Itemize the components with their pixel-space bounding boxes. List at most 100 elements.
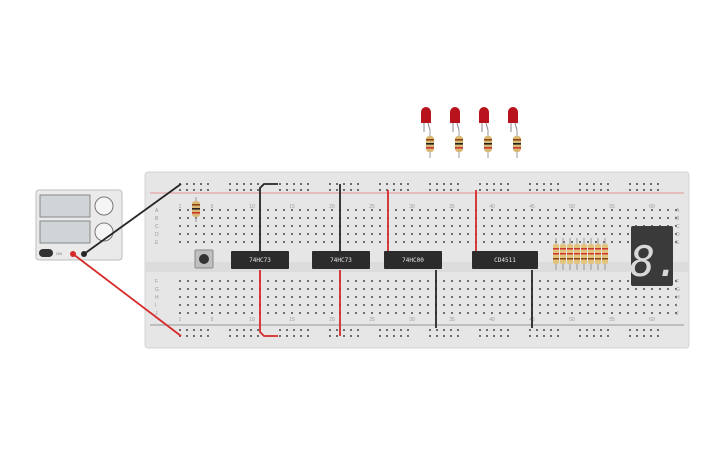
breadboard-hole[interactable] — [659, 217, 661, 219]
breadboard-hole[interactable] — [635, 209, 637, 211]
rail-hole[interactable] — [250, 335, 252, 337]
breadboard-hole[interactable] — [571, 225, 573, 227]
breadboard-hole[interactable] — [403, 296, 405, 298]
rail-hole[interactable] — [536, 189, 538, 191]
breadboard-hole[interactable] — [347, 209, 349, 211]
breadboard-hole[interactable] — [459, 296, 461, 298]
breadboard-hole[interactable] — [283, 312, 285, 314]
rail-hole[interactable] — [293, 329, 295, 331]
breadboard-hole[interactable] — [307, 217, 309, 219]
breadboard-hole[interactable] — [555, 217, 557, 219]
breadboard-hole[interactable] — [483, 217, 485, 219]
breadboard-hole[interactable] — [435, 241, 437, 243]
breadboard-hole[interactable] — [451, 241, 453, 243]
breadboard-hole[interactable] — [291, 225, 293, 227]
breadboard-hole[interactable] — [403, 312, 405, 314]
breadboard-hole[interactable] — [523, 280, 525, 282]
breadboard-hole[interactable] — [219, 209, 221, 211]
breadboard-hole[interactable] — [307, 233, 309, 235]
breadboard-hole[interactable] — [291, 312, 293, 314]
breadboard-hole[interactable] — [539, 225, 541, 227]
breadboard-hole[interactable] — [611, 209, 613, 211]
breadboard-hole[interactable] — [651, 312, 653, 314]
breadboard-hole[interactable] — [451, 312, 453, 314]
breadboard-hole[interactable] — [579, 209, 581, 211]
breadboard-hole[interactable] — [363, 217, 365, 219]
breadboard-hole[interactable] — [283, 296, 285, 298]
breadboard-hole[interactable] — [499, 312, 501, 314]
breadboard-hole[interactable] — [563, 296, 565, 298]
rail-hole[interactable] — [400, 183, 402, 185]
breadboard-hole[interactable] — [443, 296, 445, 298]
breadboard-hole[interactable] — [299, 296, 301, 298]
breadboard-hole[interactable] — [179, 280, 181, 282]
rail-hole[interactable] — [350, 329, 352, 331]
rail-hole[interactable] — [436, 183, 438, 185]
rail-hole[interactable] — [200, 183, 202, 185]
breadboard-hole[interactable] — [251, 280, 253, 282]
breadboard-hole[interactable] — [563, 241, 565, 243]
breadboard-hole[interactable] — [411, 233, 413, 235]
breadboard-hole[interactable] — [435, 225, 437, 227]
rail-hole[interactable] — [507, 335, 509, 337]
breadboard-hole[interactable] — [675, 217, 677, 219]
breadboard-hole[interactable] — [459, 312, 461, 314]
breadboard-hole[interactable] — [211, 225, 213, 227]
rail-hole[interactable] — [607, 183, 609, 185]
current-knob[interactable] — [94, 222, 114, 242]
breadboard-hole[interactable] — [219, 217, 221, 219]
wire-red-chip1[interactable] — [259, 270, 278, 337]
rail-hole[interactable] — [457, 183, 459, 185]
rail-hole[interactable] — [457, 189, 459, 191]
breadboard-hole[interactable] — [419, 296, 421, 298]
breadboard-hole[interactable] — [523, 304, 525, 306]
breadboard-hole[interactable] — [643, 304, 645, 306]
breadboard-hole[interactable] — [659, 304, 661, 306]
breadboard-hole[interactable] — [227, 288, 229, 290]
breadboard-hole[interactable] — [643, 209, 645, 211]
rail-hole[interactable] — [443, 329, 445, 331]
breadboard-hole[interactable] — [283, 304, 285, 306]
rail-hole[interactable] — [500, 335, 502, 337]
rail-hole[interactable] — [557, 329, 559, 331]
rail-hole[interactable] — [336, 335, 338, 337]
breadboard-hole[interactable] — [243, 233, 245, 235]
breadboard-hole[interactable] — [539, 233, 541, 235]
breadboard-hole[interactable] — [323, 296, 325, 298]
breadboard-hole[interactable] — [675, 312, 677, 314]
breadboard-hole[interactable] — [467, 296, 469, 298]
breadboard-hole[interactable] — [523, 209, 525, 211]
breadboard-hole[interactable] — [187, 280, 189, 282]
rail-hole[interactable] — [293, 189, 295, 191]
breadboard-hole[interactable] — [587, 304, 589, 306]
chips[interactable]: 74HC73 74HC73 74HC00 CD4511 — [231, 251, 538, 269]
rail-hole[interactable] — [279, 335, 281, 337]
rail-hole[interactable] — [250, 183, 252, 185]
breadboard-hole[interactable] — [235, 209, 237, 211]
rail-hole[interactable] — [357, 329, 359, 331]
breadboard-hole[interactable] — [515, 241, 517, 243]
breadboard-hole[interactable] — [299, 304, 301, 306]
breadboard-hole[interactable] — [379, 280, 381, 282]
breadboard-hole[interactable] — [627, 209, 629, 211]
breadboard-hole[interactable] — [587, 280, 589, 282]
breadboard-hole[interactable] — [219, 296, 221, 298]
breadboard-hole[interactable] — [211, 304, 213, 306]
breadboard-hole[interactable] — [235, 296, 237, 298]
breadboard-hole[interactable] — [371, 217, 373, 219]
breadboard-hole[interactable] — [515, 288, 517, 290]
breadboard-hole[interactable] — [427, 233, 429, 235]
breadboard-hole[interactable] — [459, 233, 461, 235]
breadboard-hole[interactable] — [507, 233, 509, 235]
breadboard-hole[interactable] — [315, 217, 317, 219]
breadboard-hole[interactable] — [355, 288, 357, 290]
rail-hole[interactable] — [543, 189, 545, 191]
breadboard-hole[interactable] — [579, 233, 581, 235]
breadboard-hole[interactable] — [243, 225, 245, 227]
breadboard-hole[interactable] — [419, 233, 421, 235]
rail-hole[interactable] — [243, 335, 245, 337]
breadboard-hole[interactable] — [563, 304, 565, 306]
breadboard-hole[interactable] — [571, 312, 573, 314]
rail-hole[interactable] — [443, 189, 445, 191]
breadboard-hole[interactable] — [483, 312, 485, 314]
